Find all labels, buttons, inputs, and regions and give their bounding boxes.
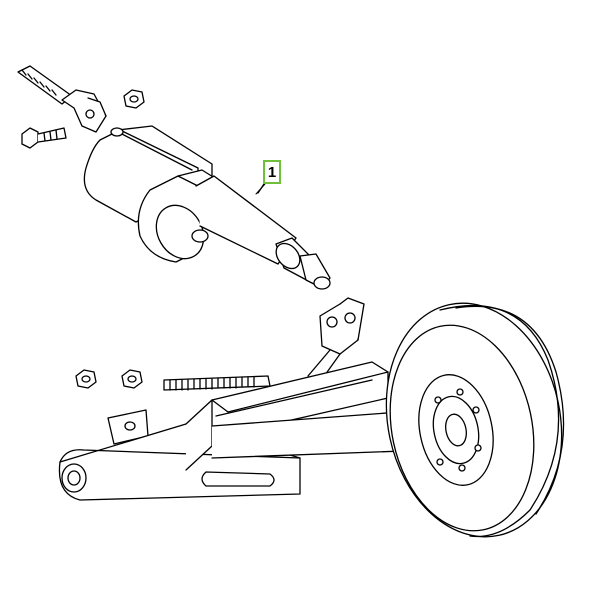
hex-nut-top	[123, 89, 145, 109]
wheel-arm	[58, 361, 443, 501]
gauge-wheel	[385, 302, 565, 538]
callout-label-1: 1	[263, 160, 281, 184]
hex-nut-mid	[121, 369, 143, 389]
clevis-bracket	[307, 297, 365, 383]
threaded-rod-long	[163, 375, 271, 391]
hex-bolt	[21, 127, 67, 149]
callout-number: 1	[267, 163, 277, 181]
clevis-top	[61, 89, 107, 133]
hex-nut-left	[75, 369, 97, 389]
linear-actuator	[83, 125, 331, 290]
threaded-rod-top	[17, 65, 73, 105]
